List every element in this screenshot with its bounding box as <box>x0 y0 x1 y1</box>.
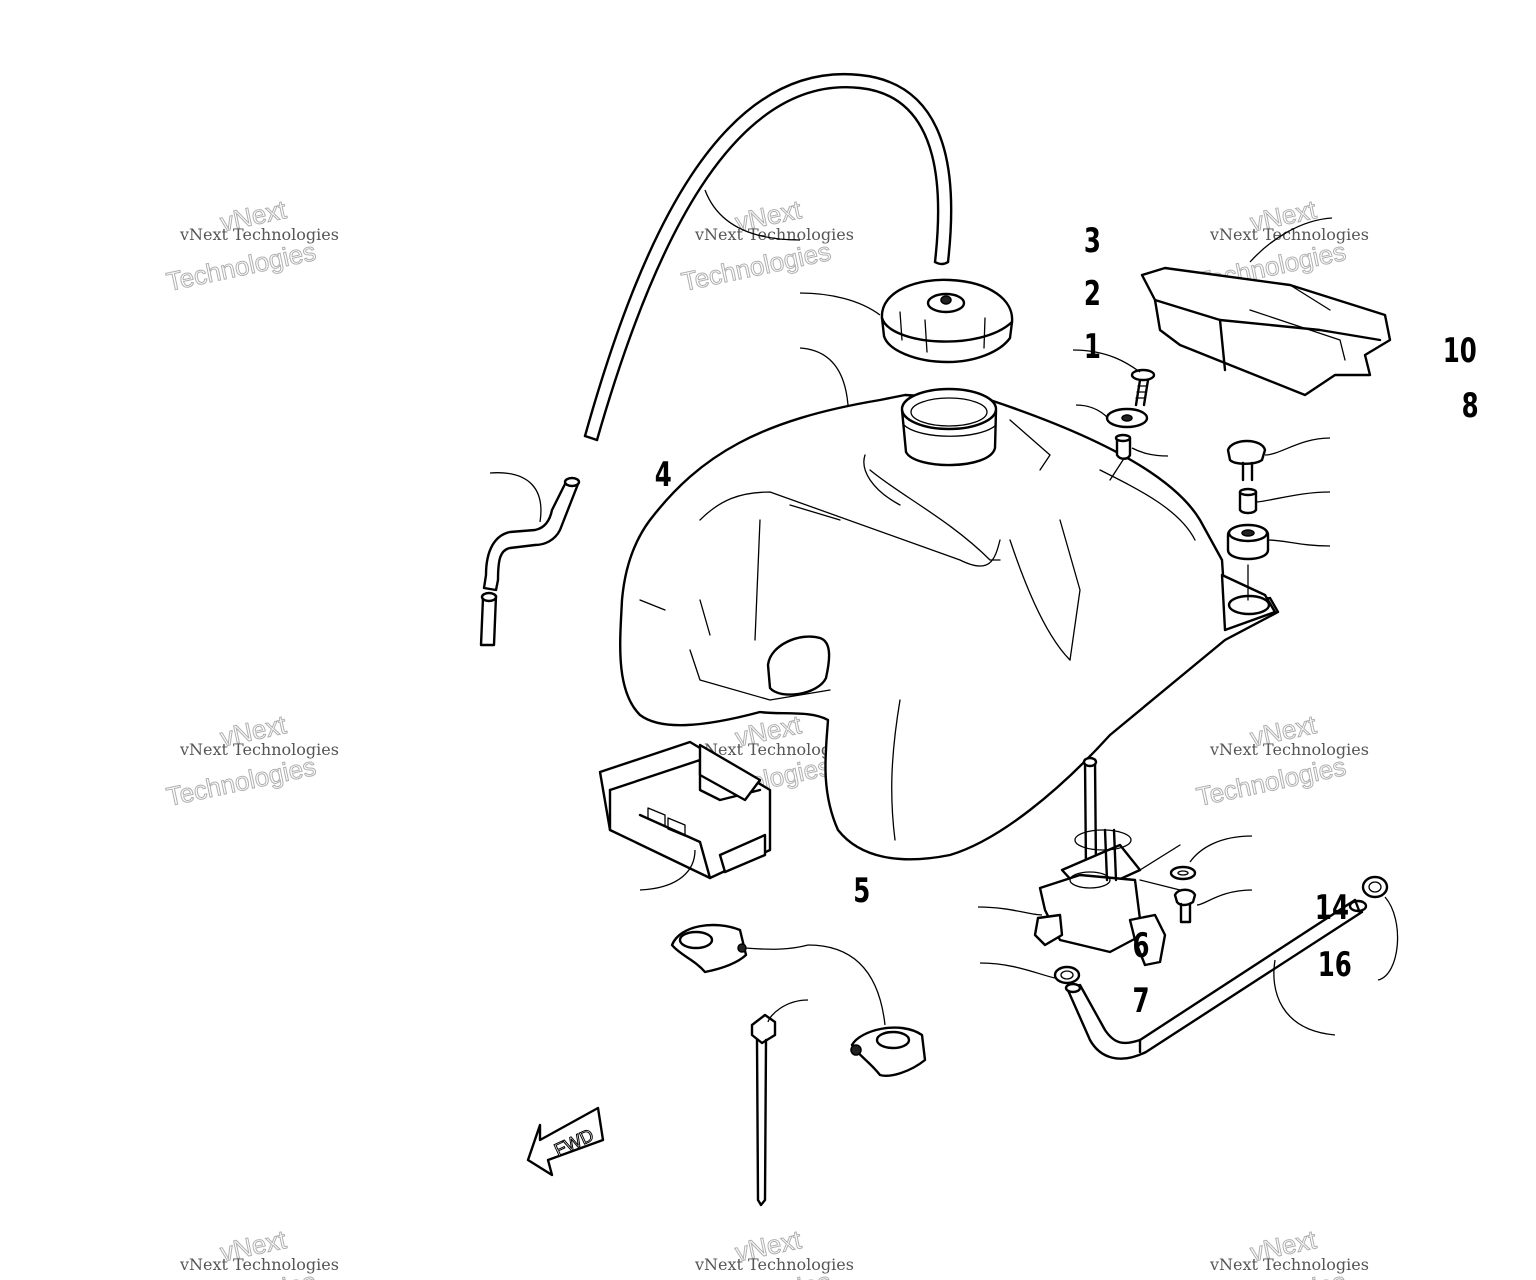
callout-5: 5 <box>853 871 870 910</box>
cover-19 <box>1140 266 1392 397</box>
screw-10 <box>1130 368 1156 407</box>
callout-layer: 1 2 3 4 5 6 7 8 9 10 11 12 13 14 15 16 1… <box>655 221 1479 1020</box>
assembly-line-14 <box>1139 844 1181 891</box>
callout-4: 4 <box>655 455 672 494</box>
watermark-text: vNext Technologies <box>1209 225 1369 244</box>
watermark-text: vNext Technologies <box>179 1255 339 1274</box>
watermark-company: Technologies <box>679 236 834 297</box>
callout-3: 3 <box>1084 221 1101 260</box>
fuel-valve <box>1033 756 1167 967</box>
watermark-text: vNext Technologies <box>694 740 854 759</box>
callout-1: 1 <box>1084 327 1101 366</box>
callout-10: 10 <box>1443 331 1477 370</box>
callout-8: 8 <box>1462 386 1479 425</box>
assembly-line-9 <box>1109 459 1124 481</box>
callout-7: 7 <box>1133 981 1150 1020</box>
hose-clamp-left <box>1053 965 1081 985</box>
washer-18 <box>1169 865 1197 881</box>
hose-clamp-right <box>1361 875 1389 899</box>
callout-14: 14 <box>1315 888 1349 927</box>
grommet-11 <box>1226 523 1270 561</box>
washer-8 <box>1105 407 1149 429</box>
watermark-text: vNext Technologies <box>1209 740 1369 759</box>
watermark-company: Technologies <box>164 751 319 812</box>
spacer-9 <box>1114 433 1132 460</box>
screw-17 <box>1173 888 1197 924</box>
watermark-text: vNext Technologies <box>694 225 854 244</box>
fuel-cap <box>880 278 1014 364</box>
watermark-company: Technologies <box>1194 751 1349 812</box>
forward-direction-arrow: FWD <box>526 1106 605 1177</box>
fuel-tank <box>619 387 1280 861</box>
watermark-text: vNext Technologies <box>179 740 339 759</box>
watermark-text: vNext Technologies <box>1209 1255 1369 1274</box>
watermark-text: vNext Technologies <box>694 1255 854 1274</box>
overflow-hose <box>479 476 581 647</box>
tank-bracket <box>598 740 772 880</box>
callout-2: 2 <box>1084 274 1101 313</box>
callout-16-left: 16 <box>1318 945 1352 984</box>
collar-12 <box>1238 487 1258 515</box>
cable-tie <box>750 1013 777 1207</box>
callout-6: 6 <box>1133 926 1150 965</box>
vent-hose <box>583 72 953 442</box>
leader-lines <box>489 189 1399 1036</box>
clip-upper <box>670 923 748 974</box>
fuel-hose <box>1064 898 1368 1060</box>
clip-lower <box>850 1026 927 1077</box>
watermark-company: Technologies <box>164 236 319 297</box>
watermark-text: vNext Technologies <box>179 225 339 244</box>
bolt-13 <box>1226 439 1267 482</box>
